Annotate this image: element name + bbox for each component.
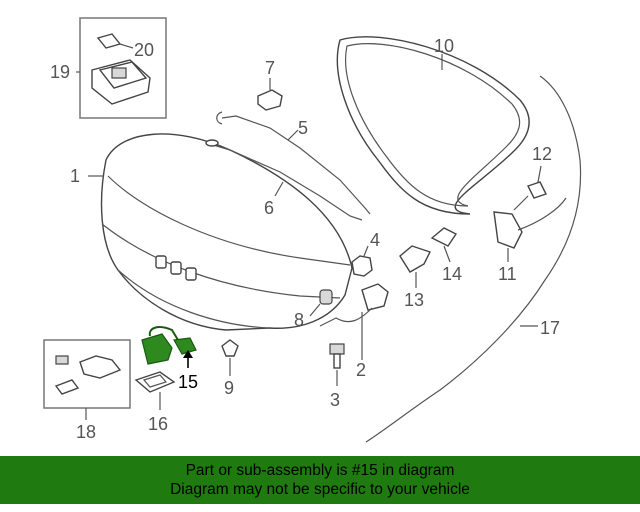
label-10: 10 [434, 36, 454, 56]
part-9-stopper[interactable] [221, 339, 239, 376]
banner-line-2: Diagram may not be specific to your vehi… [170, 481, 470, 498]
part-13-clip[interactable] [399, 245, 431, 288]
part-12-bolt[interactable] [513, 165, 547, 211]
label-2: 2 [356, 360, 366, 380]
part-6-torsion-rod[interactable] [205, 139, 363, 221]
label-16: 16 [148, 414, 168, 434]
label-9: 9 [224, 378, 234, 398]
part-8-bumper[interactable] [309, 289, 333, 317]
part-18-handle-box [43, 339, 131, 420]
label-5: 5 [298, 118, 308, 138]
label-18: 18 [76, 422, 96, 442]
part-15-highlighted-switch[interactable] [141, 326, 197, 368]
part-10-weatherstrip[interactable] [336, 36, 530, 215]
part-14-bolt[interactable] [430, 227, 458, 263]
part-1-trunk-lid[interactable] [88, 133, 353, 331]
label-11: 11 [498, 264, 517, 284]
part-3-bolt[interactable] [329, 343, 345, 386]
label-20: 20 [134, 40, 154, 60]
part-19-lamp-box [76, 17, 167, 119]
part-16-bezel[interactable] [134, 371, 176, 410]
part-2-trunk-latch[interactable] [319, 283, 389, 360]
label-15[interactable]: 15 [178, 372, 198, 392]
part-17-release-cable[interactable] [365, 75, 582, 443]
label-14: 14 [442, 264, 462, 284]
label-7: 7 [265, 58, 275, 78]
label-1: 1 [70, 166, 80, 186]
label-13: 13 [404, 290, 424, 310]
label-17: 17 [540, 318, 560, 338]
banner-line-1: Part or sub-assembly is #15 in diagram [185, 462, 455, 479]
part-7-hinge-bracket[interactable] [257, 78, 283, 111]
parts-diagram: 1 2 3 4 5 6 7 8 9 10 11 12 13 14 15 16 1… [43, 17, 582, 443]
label-12: 12 [532, 144, 552, 164]
part-11-actuator-bracket[interactable] [493, 197, 567, 262]
label-19: 19 [50, 62, 70, 82]
part-5-torsion-rod[interactable] [216, 111, 371, 215]
label-4: 4 [370, 230, 380, 250]
label-3: 3 [330, 390, 340, 410]
info-banner: Part or sub-assembly is #15 in diagram D… [0, 456, 640, 504]
label-6: 6 [264, 198, 274, 218]
part-4-nut[interactable] [351, 245, 373, 277]
label-8: 8 [294, 310, 304, 330]
